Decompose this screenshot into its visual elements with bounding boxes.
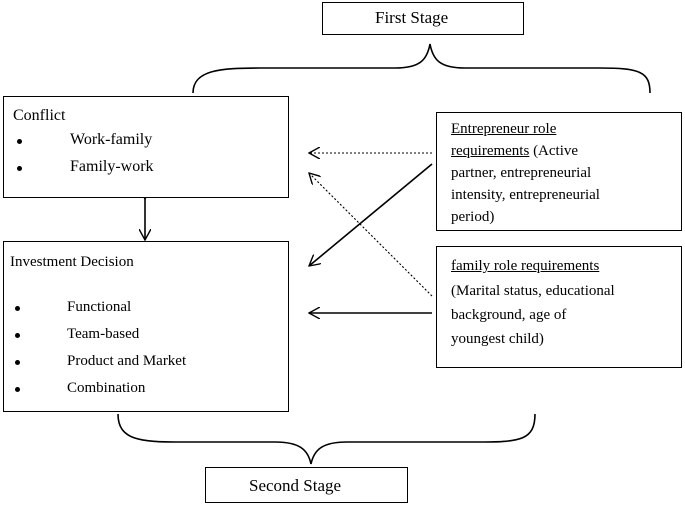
- investment-item-team-based: Team-based: [67, 326, 140, 342]
- entrepreneur-role-box: Entrepreneur role requirements (Active p…: [436, 112, 682, 231]
- bullet-icon: [17, 166, 22, 171]
- investment-item-product-market: Product and Market: [67, 353, 187, 369]
- first-stage-brace: [192, 43, 651, 94]
- family-detail-line3: youngest child): [451, 331, 544, 347]
- conflict-title: Conflict: [13, 107, 66, 124]
- second-stage-brace: [117, 413, 536, 465]
- entrepreneur-detail-line3: partner, entrepreneurial: [451, 165, 592, 181]
- entrepreneur-title-line2: requirements: [451, 143, 530, 159]
- second-stage-box: Second Stage: [205, 467, 408, 503]
- entrepreneur-detail-line2: (Active: [529, 143, 579, 159]
- entrepreneur-line2: requirements (Active: [451, 143, 578, 160]
- bullet-icon: [15, 360, 20, 365]
- entrepreneur-detail-line5: period): [451, 209, 495, 225]
- second-stage-label: Second Stage: [249, 476, 342, 495]
- bullet-icon: [15, 306, 20, 311]
- family-detail-line2: background, age of: [451, 307, 567, 323]
- entrepreneur-detail-line4: intensity, entrepreneurial: [451, 187, 600, 203]
- bullet-icon: [15, 387, 20, 392]
- investment-item-combination: Combination: [67, 380, 146, 396]
- conflict-item-family-work: Family-work: [70, 158, 154, 175]
- family-role-box: family role requirements (Marital status…: [436, 246, 682, 368]
- conflict-box: Conflict Work-family Family-work: [3, 96, 289, 198]
- entrepreneur-to-investment-arrow: [309, 163, 433, 266]
- entrepreneur-title-line1: Entrepreneur role: [451, 121, 557, 137]
- conflict-item-work-family: Work-family: [70, 131, 153, 148]
- investment-decision-title: Investment Decision: [10, 254, 134, 270]
- family-title: family role requirements: [451, 258, 600, 274]
- bullet-icon: [15, 333, 20, 338]
- first-stage-box: First Stage: [322, 2, 524, 35]
- family-to-conflict-arrow: [309, 173, 433, 297]
- first-stage-label: First Stage: [375, 8, 449, 27]
- investment-item-functional: Functional: [67, 299, 132, 315]
- investment-decision-box: Investment Decision Functional Team-base…: [3, 241, 289, 412]
- family-detail-line1: (Marital status, educational: [451, 283, 615, 299]
- bullet-icon: [17, 139, 22, 144]
